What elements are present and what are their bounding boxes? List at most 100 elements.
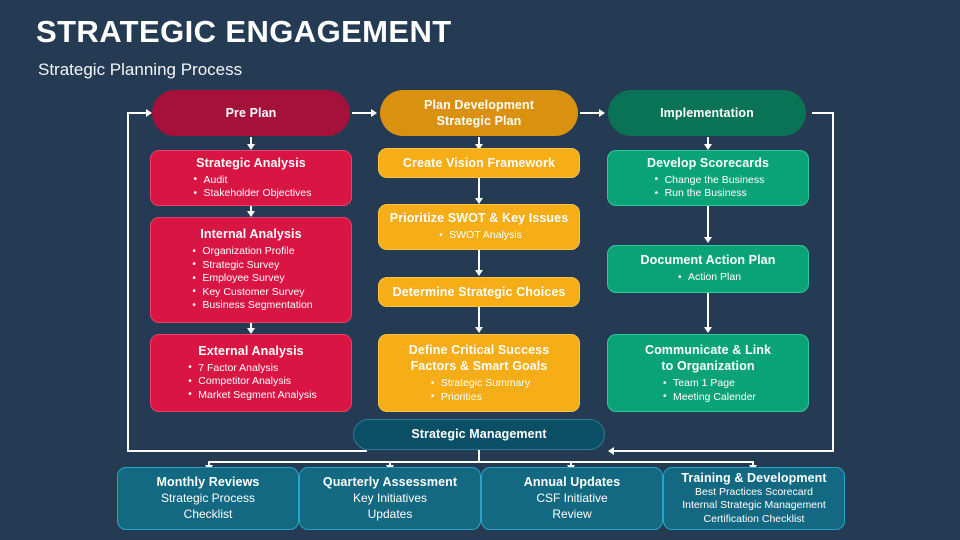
phase-plan-development-title-line1: Plan Development	[424, 98, 534, 112]
list-item: Business Segmentation	[189, 299, 312, 313]
cadence-quarterly-assessment-line-2: Updates	[367, 507, 413, 521]
step-determine-strategic-choices-title: Determine Strategic Choices	[392, 284, 566, 299]
cadence-training-development[interactable]: Training & Development Best Practices Sc…	[663, 467, 845, 530]
arrow-s2-s3	[246, 328, 255, 334]
cadence-training-development-line-3: Certification Checklist	[703, 512, 805, 525]
step-prioritize-swot-bullets: SWOT Analysis	[385, 229, 573, 243]
loop-left-bottom	[127, 450, 367, 452]
list-item: Stakeholder Objectives	[191, 187, 311, 201]
strategic-management-bar[interactable]: Strategic Management	[353, 419, 605, 450]
bus-drop-center	[478, 450, 480, 462]
arrow-m3-m4	[474, 327, 483, 333]
arrow-plan-m1	[474, 144, 483, 150]
arrow-r2-r3	[703, 327, 712, 333]
step-external-analysis[interactable]: External Analysis 7 Factor Analysis Comp…	[150, 334, 352, 412]
step-prioritize-swot[interactable]: Prioritize SWOT & Key Issues SWOT Analys…	[378, 204, 580, 250]
cadence-quarterly-assessment[interactable]: Quarterly Assessment Key Initiatives Upd…	[299, 467, 481, 530]
arrow-preplan-to-plan	[371, 108, 377, 117]
loop-right-bottom	[614, 450, 834, 452]
connector-preplan-s1	[250, 137, 252, 146]
cadence-monthly-reviews[interactable]: Monthly Reviews Strategic Process Checkl…	[117, 467, 299, 530]
strategic-management-label: Strategic Management	[411, 427, 547, 441]
list-item: Priorities	[428, 390, 530, 405]
arrow-r1-r2	[703, 237, 712, 243]
list-item: Market Segment Analysis	[185, 388, 316, 403]
step-define-csf-bullets: Strategic Summary Priorities	[385, 377, 573, 404]
connector-s1-s2	[250, 206, 252, 213]
step-internal-analysis-title: Internal Analysis	[200, 227, 302, 242]
step-external-analysis-bullets: 7 Factor Analysis Competitor Analysis Ma…	[157, 361, 345, 403]
cadence-annual-updates-line-1: CSF Initiative	[536, 491, 608, 505]
step-define-csf-title-line2: Factors & Smart Goals	[410, 359, 548, 373]
phase-pre-plan[interactable]: Pre Plan	[152, 90, 350, 136]
list-item: 7 Factor Analysis	[185, 361, 316, 376]
phase-implementation-title: Implementation	[660, 105, 754, 120]
step-develop-scorecards-bullets: Change the Business Run the Business	[614, 173, 802, 201]
step-communicate-title-line2: to Organization	[661, 359, 755, 373]
cadence-quarterly-assessment-line-1: Key Initiatives	[352, 491, 428, 505]
connector-r2-r3	[707, 293, 709, 328]
loop-right-arrow	[608, 446, 614, 455]
step-document-action-plan-title: Document Action Plan	[640, 253, 776, 268]
list-item: Strategic Summary	[428, 377, 530, 391]
arrow-plan-to-implementation	[599, 108, 605, 117]
page-title: STRATEGIC ENGAGEMENT	[36, 14, 452, 49]
bus-drop-1	[208, 461, 210, 467]
phase-plan-development[interactable]: Plan Development Strategic Plan	[380, 90, 578, 136]
arrow-preplan-to-plan-line	[352, 112, 372, 114]
step-prioritize-swot-title: Prioritize SWOT & Key Issues	[389, 211, 569, 226]
phase-pre-plan-title: Pre Plan	[225, 105, 277, 120]
connector-r1-r2	[707, 206, 709, 238]
step-document-action-plan[interactable]: Document Action Plan Action Plan	[607, 245, 809, 293]
list-item: Change the Business	[652, 173, 765, 188]
connector-s2-s3	[250, 323, 252, 330]
cadence-annual-updates-line-2: Review	[552, 507, 592, 521]
list-item: Meeting Calender	[660, 390, 756, 405]
arrow-preplan-s1	[246, 144, 255, 150]
step-internal-analysis-bullets: Organization Profile Strategic Survey Em…	[157, 245, 345, 313]
cadence-monthly-reviews-line-1: Strategic Process	[160, 491, 256, 505]
cadence-training-development-line-2: Internal Strategic Management	[682, 499, 826, 512]
list-item: Strategic Survey	[189, 258, 312, 273]
step-develop-scorecards[interactable]: Develop Scorecards Change the Business R…	[607, 150, 809, 206]
phase-plan-development-title-line2: Strategic Plan	[436, 114, 522, 128]
connector-m3-m4	[478, 307, 480, 328]
bus-horizontal	[208, 461, 753, 463]
list-item: Organization Profile	[189, 245, 312, 259]
list-item: SWOT Analysis	[436, 229, 522, 243]
step-strategic-analysis[interactable]: Strategic Analysis Audit Stakeholder Obj…	[150, 150, 352, 206]
bus-drop-4	[752, 461, 754, 467]
list-item: Employee Survey	[189, 272, 312, 286]
step-internal-analysis[interactable]: Internal Analysis Organization Profile S…	[150, 217, 352, 323]
list-item: Run the Business	[652, 187, 765, 201]
list-item: Competitor Analysis	[185, 375, 316, 389]
arrow-impl-r1	[703, 144, 712, 150]
arrow-m2-m3	[474, 270, 483, 276]
arrow-s1-s2	[246, 211, 255, 217]
loop-right-top	[812, 112, 834, 114]
step-external-analysis-title: External Analysis	[198, 343, 304, 358]
cadence-training-development-title: Training & Development	[681, 470, 827, 485]
list-item: Team 1 Page	[660, 377, 756, 391]
cadence-annual-updates[interactable]: Annual Updates CSF Initiative Review	[481, 467, 663, 530]
bus-drop-3	[570, 461, 572, 467]
list-item: Audit	[191, 173, 312, 188]
loop-left-vertical	[127, 113, 129, 452]
step-create-vision-framework[interactable]: Create Vision Framework	[378, 148, 580, 178]
step-define-critical-success-factors[interactable]: Define Critical Success Factors & Smart …	[378, 334, 580, 412]
arrow-m1-m2	[474, 198, 483, 204]
list-item: Key Customer Survey	[189, 285, 312, 300]
connector-m1-m2	[478, 178, 480, 199]
step-communicate-and-link[interactable]: Communicate & Link to Organization Team …	[607, 334, 809, 412]
step-create-vision-framework-title: Create Vision Framework	[402, 155, 556, 170]
connector-plan-m1	[478, 137, 480, 146]
bus-drop-2	[389, 461, 391, 467]
cadence-monthly-reviews-line-2: Checklist	[183, 507, 233, 521]
step-define-csf-title-line1: Define Critical Success	[408, 343, 550, 357]
step-strategic-analysis-title: Strategic Analysis	[196, 155, 306, 170]
step-develop-scorecards-title: Develop Scorecards	[647, 155, 769, 170]
loop-left-arrow	[146, 108, 152, 117]
step-determine-strategic-choices[interactable]: Determine Strategic Choices	[378, 277, 580, 307]
phase-implementation[interactable]: Implementation	[608, 90, 806, 136]
